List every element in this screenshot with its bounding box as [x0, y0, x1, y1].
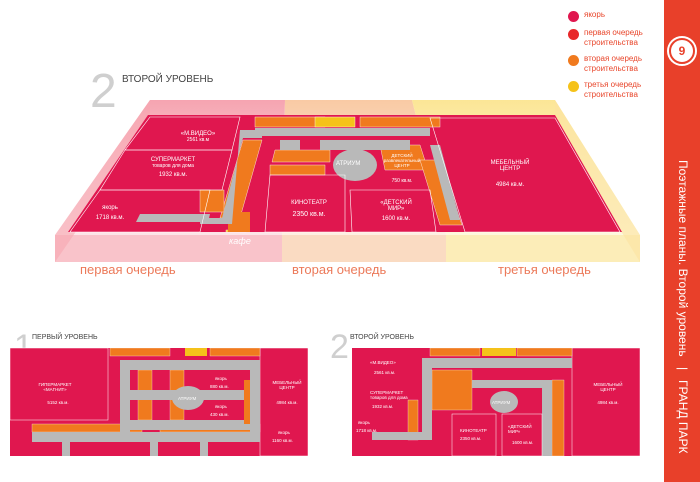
unit-cinema-label: КИНОТЕАТР: [291, 200, 327, 206]
plan2-level-number: 2: [330, 328, 349, 366]
plan2-anchor-label: якорь: [358, 420, 370, 425]
unit-kids-center-label: ДЕТСКИЙ развлекательный ЦЕНТР: [383, 153, 421, 168]
plan1-anchor3-label: якорь: [278, 430, 290, 435]
legend-item: первая очередь строительства: [568, 28, 664, 48]
unit-supermarket-sub: товаров для дома: [152, 163, 194, 169]
plan2-yellow-strip: [482, 348, 516, 356]
plan2-furniture-block: [571, 347, 641, 457]
unit-furniture-area: 4984 кв.м.: [495, 182, 525, 188]
stage-label-1: первая очередь: [80, 262, 176, 277]
plan1-level-title: ПЕРВЫЙ УРОВЕНЬ: [32, 334, 98, 341]
unit-mvideo: «М.ВИДЕО» 2561 кв.м: [172, 131, 224, 143]
plan2-corridors: [372, 358, 572, 456]
unit-anchor: якорь 1718 кв.м.: [85, 205, 135, 221]
unit-cafe: кафе: [229, 236, 251, 246]
plan2-cinema-area: 2350 кв.м.: [460, 436, 482, 441]
unit-borders: [69, 116, 621, 233]
plan1-furniture-area: 4984 кв.м.: [276, 400, 298, 405]
plan1-atrium-label: АТРИУМ: [178, 396, 197, 401]
plan2-atrium: [490, 391, 518, 413]
unit-mvideo-label: «М.ВИДЕО»: [180, 131, 216, 137]
plan2-anchor-area: 1718 кв.м.: [356, 428, 378, 433]
unit-detsky-mir-label: «ДЕТСКИЙ МИР»: [380, 200, 412, 212]
plan2-supermarket-area: 1932 кв.м.: [372, 404, 394, 409]
unit-mvideo-area: 2561 кв.м: [186, 137, 210, 143]
plan-level1: [10, 347, 309, 457]
plan2-furniture-area: 4984 кв.м.: [597, 400, 619, 405]
level-title: ВТОРОЙ УРОВЕНЬ: [122, 74, 214, 85]
plan1-anchor3-area: 1160 кв.м.: [272, 438, 293, 443]
sidebar-band: [664, 0, 700, 482]
unit-supermarket-area: 1932 кв.м.: [158, 172, 188, 178]
unit-supermarket: СУПЕРМАРКЕТ товаров для дома 1932 кв.м.: [138, 157, 208, 178]
plan1-anchor1-area: 880 кв.м.: [210, 384, 229, 389]
plan2-level-title: ВТОРОЙ УРОВЕНЬ: [350, 334, 414, 341]
unit-cinema: КИНОТЕАТР 2350 кв.м.: [276, 200, 342, 218]
sidebar-title: Поэтажные планы. Второй уровень | ГРАНД …: [670, 160, 696, 470]
unit-anchor-label: якорь: [102, 205, 118, 211]
level-number: 2: [90, 65, 117, 118]
unit-supermarket-label: СУПЕРМАРКЕТ: [150, 157, 196, 163]
atrium-label: АТРИУМ: [336, 161, 361, 167]
plan2-detsky-mir-label: «ДЕТСКИЙ МИР»: [508, 424, 532, 434]
plan1-anchor1-label: якорь: [215, 376, 227, 381]
legend-label: якорь: [584, 10, 605, 19]
plan1-furniture-label: МЕБЕЛЬНЫЙ ЦЕНТР: [272, 380, 302, 390]
legend-label: вторая очередь строительства: [584, 54, 642, 73]
unit-kids-center: ДЕТСКИЙ развлекательный ЦЕНТР 750 кв.м.: [380, 153, 424, 184]
legend-dot: [568, 11, 579, 22]
stage-label-3: третья очередь: [498, 262, 591, 277]
legend-label: первая очередь строительства: [584, 28, 643, 47]
legend-item: вторая очередь строительства: [568, 54, 664, 74]
sidebar-brand: ГРАНД ПАРК: [676, 379, 690, 454]
plan2-furniture-label: МЕБЕЛЬНЫЙ ЦЕНТР: [593, 382, 623, 392]
legend-dot: [568, 55, 579, 66]
sidebar-section-title: Поэтажные планы. Второй уровень: [676, 160, 690, 357]
unit-furniture: МЕБЕЛЬНЫЙ ЦЕНТР 4984 кв.м.: [480, 160, 540, 188]
unit-kids-center-area: 750 кв.м.: [391, 178, 413, 184]
plan1-hypermarket-label: ГИПЕРМАРКЕТ «МАГНИТ»: [38, 382, 72, 392]
plan2-detsky-mir: [501, 413, 543, 457]
legend: якорь первая очередь строительства втора…: [568, 10, 664, 106]
plan1-orange-right: [244, 380, 250, 424]
plan2-atrium-label: АТРИУМ: [492, 400, 511, 405]
stage-label-2: вторая очередь: [292, 262, 387, 277]
legend-item: третья очередь строительства: [568, 80, 664, 100]
legend-label: третья очередь строительства: [584, 80, 642, 99]
plan1-yellow-strip: [185, 348, 207, 356]
plan2-cinema: [451, 413, 497, 457]
legend-dot: [568, 81, 579, 92]
plan2-mvideo-area: 2561 кв.м.: [374, 370, 396, 375]
atrium: [333, 149, 377, 181]
plan1-anchor2-area: 430 кв.м.: [210, 412, 229, 417]
corridors: [136, 128, 460, 224]
cafe-area: [228, 212, 250, 232]
plan1-furniture-block: [259, 347, 309, 457]
plan1-hypermarket: [10, 347, 109, 421]
plan-level2: [352, 347, 641, 457]
plan2-supermarket-label: СУПЕРМАРКЕТ товаров для дома: [370, 390, 408, 400]
plan2-mvideo-label: «М.ВИДЕО»: [370, 360, 396, 365]
plan1-atrium: [172, 386, 204, 410]
unit-anchor-area: 1718 кв.м.: [95, 215, 125, 221]
unit-detsky-mir: «ДЕТСКИЙ МИР» 1600 кв.м.: [366, 200, 426, 222]
plan2-labels: «М.ВИДЕО» 2561 кв.м. СУПЕРМАРКЕТ товаров…: [352, 340, 642, 460]
plan2-detsky-mir-area: 1600 кв.м.: [512, 440, 534, 445]
unit-detsky-mir-area: 1600 кв.м.: [381, 216, 411, 222]
legend-item: якорь: [568, 10, 664, 22]
plan2-shop-strips: [407, 347, 573, 457]
legend-dot: [568, 29, 579, 40]
plan1-labels: ГИПЕРМАРКЕТ «МАГНИТ» 5152 кв.м. АТРИУМ я…: [10, 340, 310, 460]
plan1-anchor2-label: якорь: [215, 404, 227, 409]
unit-cinema-area: 2350 кв.м.: [292, 211, 326, 218]
plan2-cinema-label: КИНОТЕАТР: [460, 428, 487, 433]
unit-furniture-label: МЕБЕЛЬНЫЙ ЦЕНТР: [490, 160, 530, 172]
plan1-hypermarket-area: 5152 кв.м.: [47, 400, 69, 405]
sidebar-separator: |: [676, 366, 690, 370]
page-number-badge: 9: [669, 38, 695, 64]
